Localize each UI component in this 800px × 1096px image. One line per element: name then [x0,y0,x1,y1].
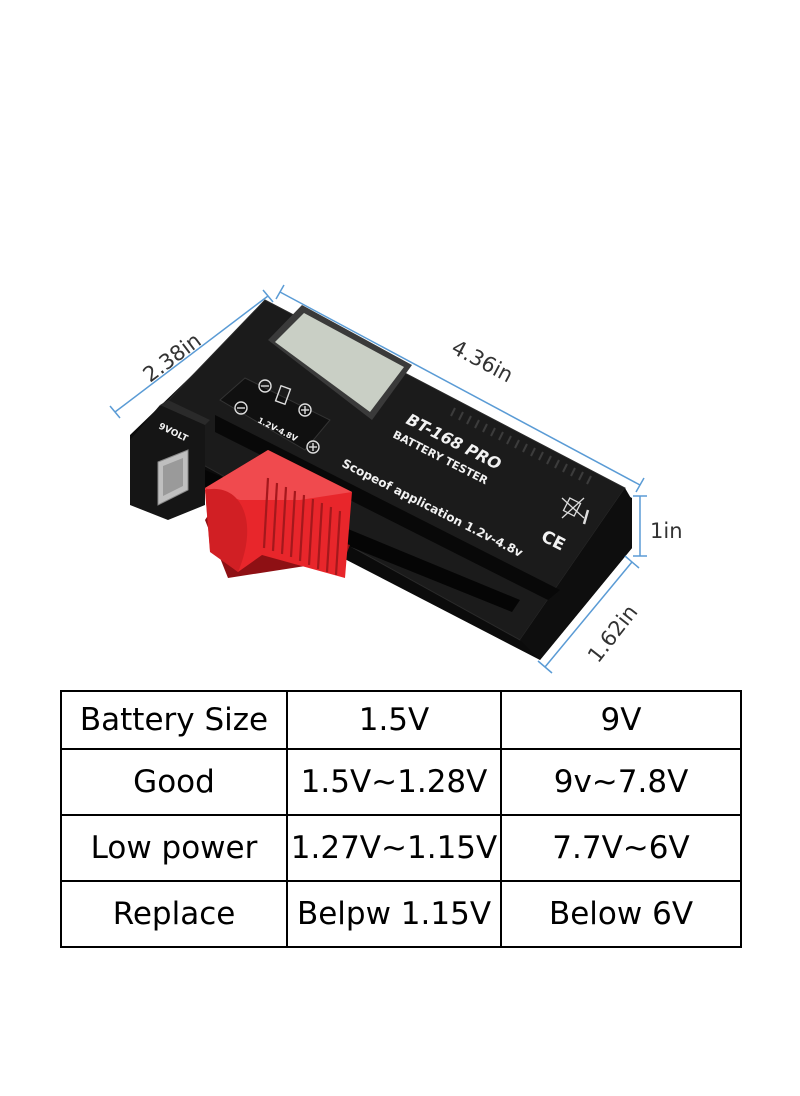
row-label-replace: Replace [60,880,288,948]
plus-icon [298,403,312,417]
voltage-spec-table: Battery Size 1.5V 9V Good 1.5V~1.28V 9v~… [60,690,742,948]
table-row: Replace Belpw 1.15V Below 6V [60,880,742,948]
plus-icon-slot [306,440,320,454]
lcd-display [268,305,412,420]
battery-icon [274,384,292,406]
minus-icon-slot [234,401,248,415]
table-cell: 7.7V~6V [500,814,742,882]
recycle-bin-icon [561,497,585,519]
row-label-good: Good [60,748,288,816]
table-row: Low power 1.27V~1.15V 7.7V~6V [60,814,742,882]
table-cell: Below 6V [500,880,742,948]
row-label-low-power: Low power [60,814,288,882]
header-cell-9v: 9V [500,690,742,750]
battery-tester-device: 9VOLT 1.2V-4.8V [130,299,632,660]
dimension-height: 1in [650,519,683,543]
dimension-line-depth [109,289,274,419]
dimension-line-length [275,284,645,493]
divider-mark [582,509,590,525]
minus-icon [258,379,272,393]
table-cell: 1.27V~1.15V [286,814,502,882]
grille [450,407,592,485]
table-cell: 1.5V~1.28V [286,748,502,816]
table-cell: 9v~7.8V [500,748,742,816]
table-cell: Belpw 1.15V [286,880,502,948]
red-slider [205,450,352,578]
dimension-line-height [633,495,647,557]
header-cell-battery-size: Battery Size [60,690,288,750]
battery-tester-illustration: 9VOLT 1.2V-4.8V [109,284,683,674]
table-header-row: Battery Size 1.5V 9V [60,690,742,750]
table-row: Good 1.5V~1.28V 9v~7.8V [60,748,742,816]
dimension-line-width [537,555,640,674]
dimension-length: 4.36in [448,335,517,387]
header-cell-1-5v: 1.5V [286,690,502,750]
